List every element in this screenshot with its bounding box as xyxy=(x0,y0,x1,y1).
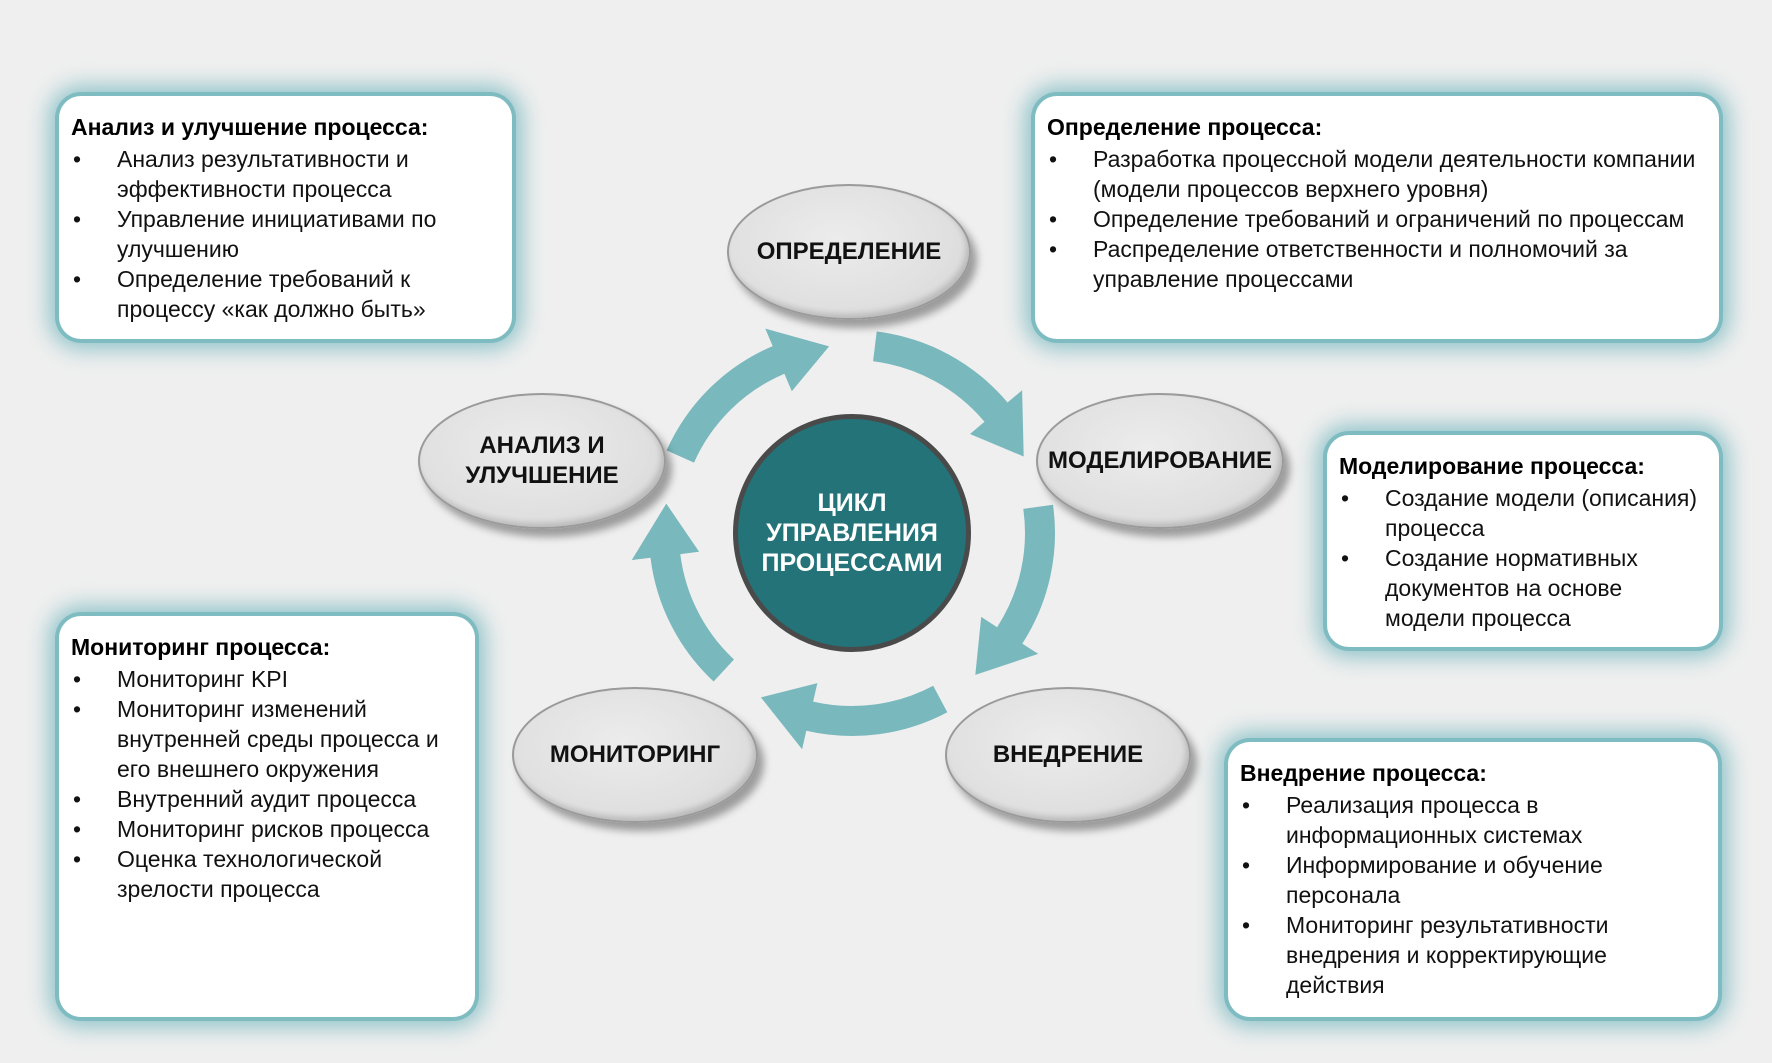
list-item: Мониторинг KPI xyxy=(71,664,461,694)
list-item: Разработка процессной модели деятельност… xyxy=(1047,144,1705,204)
center-label-line: УПРАВЛЕНИЯ xyxy=(766,519,938,547)
analysis-info-box: Анализ и улучшение процесса: Анализ резу… xyxy=(59,96,512,339)
stage-monitoring: МОНИТОРИНГ xyxy=(512,687,758,823)
cycle-arrow-icon xyxy=(760,683,948,750)
stage-label: ВНЕДРЕНИЕ xyxy=(992,741,1144,768)
box-title: Моделирование процесса: xyxy=(1339,453,1645,479)
stage-label-line: УЛУЧШЕНИЕ xyxy=(465,462,619,489)
implementation-info-box: Внедрение процесса: Реализация процесса … xyxy=(1228,742,1718,1017)
modeling-info-box: Моделирование процесса: Создание модели … xyxy=(1327,435,1719,647)
stage-analysis: АНАЛИЗ И УЛУЧШЕНИЕ xyxy=(418,393,666,529)
stage-label: МОНИТОРИНГ xyxy=(549,741,721,768)
box-title: Внедрение процесса: xyxy=(1240,760,1487,786)
list-item: Реализация процесса в информационных сис… xyxy=(1240,790,1704,850)
box-title: Анализ и улучшение процесса: xyxy=(71,114,429,140)
stage-implementation: ВНЕДРЕНИЕ xyxy=(945,687,1191,823)
cycle-arrow-icon xyxy=(975,504,1055,675)
stage-modeling: МОДЕЛИРОВАНИЕ xyxy=(1036,393,1284,529)
monitoring-info-box: Мониторинг процесса: Мониторинг KPI Мони… xyxy=(59,616,475,1017)
center-label-line: ПРОЦЕССАМИ xyxy=(761,549,943,577)
list-item: Распределение ответственности и полномоч… xyxy=(1047,234,1705,294)
center-label-line: ЦИКЛ xyxy=(817,489,887,517)
list-item: Мониторинг рисков процесса xyxy=(71,814,461,844)
stage-label: АНАЛИЗ И УЛУЧШЕНИЕ xyxy=(465,431,618,491)
list-item: Мониторинг результативности внедрения и … xyxy=(1240,910,1704,1000)
definition-info-box: Определение процесса: Разработка процесс… xyxy=(1035,96,1719,339)
list-item: Анализ результативности и эффективности … xyxy=(71,144,498,204)
cycle-arrow-icon xyxy=(873,331,1024,457)
box-title: Мониторинг процесса: xyxy=(71,634,331,660)
box-title: Определение процесса: xyxy=(1047,114,1323,140)
cycle-arrow-icon xyxy=(666,328,830,463)
stage-label: МОДЕЛИРОВАНИЕ xyxy=(1048,447,1272,474)
list-item: Внутренний аудит процесса xyxy=(71,784,461,814)
stage-label: ОПРЕДЕЛЕНИЕ xyxy=(756,238,942,265)
list-item: Создание нормативных документов на основ… xyxy=(1339,543,1705,633)
list-item: Информирование и обучение персонала xyxy=(1240,850,1704,910)
list-item: Оценка технологической зрелости процесса xyxy=(71,844,461,904)
list-item: Определение требований и ограничений по … xyxy=(1047,204,1705,234)
cycle-arrow-icon xyxy=(631,503,734,682)
stage-definition: ОПРЕДЕЛЕНИЕ xyxy=(727,184,971,320)
list-item: Управление инициативами по улучшению xyxy=(71,204,498,264)
list-item: Мониторинг изменений внутренней среды пр… xyxy=(71,694,461,784)
list-item: Создание модели (описания) процесса xyxy=(1339,483,1705,543)
stage-label-line: АНАЛИЗ И xyxy=(479,432,605,459)
list-item: Определение требований к процессу «как д… xyxy=(71,264,498,324)
